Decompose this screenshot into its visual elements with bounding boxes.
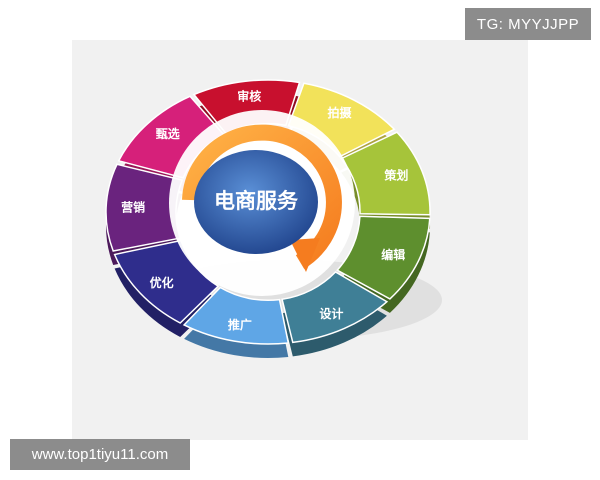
disc-top-layer [105, 79, 431, 345]
segment-bianji-label: 编辑 [380, 247, 405, 262]
segment-youhua-label: 优化 [150, 275, 174, 290]
segment-sheji [281, 271, 389, 344]
segment-yingxiao-label: 营销 [121, 200, 145, 215]
segment-tuiguang-label: 推广 [228, 317, 252, 332]
center-label: 电商服务 [214, 189, 299, 213]
center-ellipse [194, 150, 318, 254]
segment-sheji-label: 设计 [319, 306, 343, 321]
segment-bianji [336, 215, 431, 300]
cycle-arrow [182, 124, 342, 269]
segment-cehua [340, 131, 431, 216]
segment-tuiguang [182, 286, 290, 345]
segment-paishe-label: 拍摄 [327, 105, 352, 120]
watermark-url: www.top1tiyu11.com [10, 439, 190, 470]
cycle-arrow-head [290, 238, 320, 272]
segment-cehua-label: 策划 [384, 168, 408, 183]
segment-zhenxuan-label: 甄选 [156, 126, 180, 141]
watermark-tag: TG: MYYJJPP [465, 8, 591, 40]
segment-shenhe-label: 审核 [237, 89, 261, 104]
